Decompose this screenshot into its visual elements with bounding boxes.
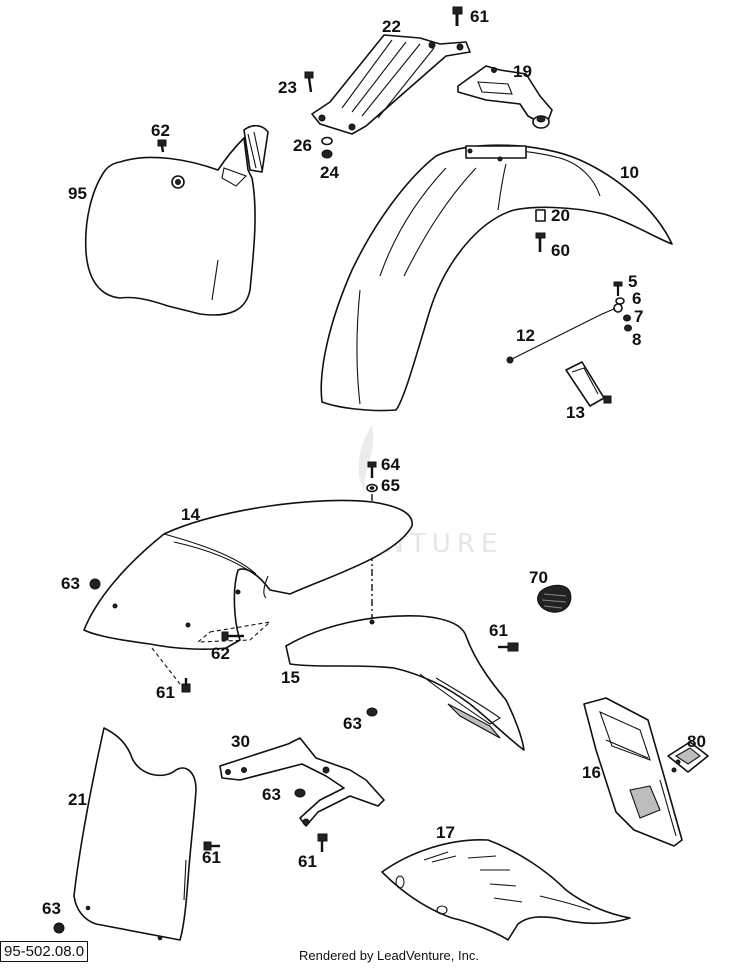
part-61-screw-lower-left[interactable] [151, 647, 191, 693]
part-20-bushing[interactable] [535, 209, 546, 222]
part-7-washer[interactable] [623, 314, 631, 322]
part-22-bracket[interactable] [311, 34, 471, 135]
part-63-nut-left[interactable] [89, 578, 101, 590]
label-60: 60 [551, 241, 570, 260]
part-70-reflector[interactable] [537, 584, 572, 613]
label-61-right: 61 [489, 621, 508, 640]
part-95-number-plate[interactable] [84, 124, 269, 316]
part-65-washer[interactable] [366, 483, 378, 493]
label-95: 95 [68, 184, 87, 203]
part-61-top-bolt[interactable] [452, 6, 463, 26]
label-26: 26 [293, 136, 312, 155]
label-10: 10 [620, 163, 639, 182]
label-61: 61 [470, 7, 489, 26]
label-63-middle: 63 [343, 714, 362, 733]
part-24-nut[interactable] [321, 149, 333, 159]
part-6-washer[interactable] [615, 297, 625, 305]
label-21: 21 [68, 790, 87, 809]
part-26-washer[interactable] [321, 136, 333, 146]
part-21-mud-flap[interactable] [73, 727, 197, 941]
part-16-plate-holder[interactable] [583, 697, 683, 847]
drawing-id-box: 95-502.08.0 [0, 941, 89, 962]
label-5: 5 [628, 272, 637, 291]
label-23: 23 [278, 78, 297, 97]
part-10-front-fender[interactable] [320, 144, 673, 412]
part-80-plate[interactable] [667, 741, 709, 773]
label-63-bracket: 63 [262, 785, 281, 804]
label-64: 64 [381, 455, 400, 474]
part-5-screw[interactable] [613, 281, 623, 296]
label-61-lower-left: 61 [156, 683, 175, 702]
part-61-screw-mudflap[interactable] [203, 841, 220, 851]
part-63-nut-bottom[interactable] [53, 922, 65, 934]
part-13-clip[interactable] [565, 361, 612, 407]
label-8: 8 [632, 330, 641, 349]
label-80: 80 [687, 732, 706, 751]
label-22: 22 [382, 17, 401, 36]
label-20: 20 [551, 206, 570, 225]
label-15: 15 [281, 668, 300, 687]
part-63-nut-bracket[interactable] [294, 788, 306, 798]
part-30-bracket[interactable] [219, 737, 385, 827]
part-8-nut[interactable] [624, 324, 632, 332]
part-12-rod[interactable] [506, 303, 623, 364]
label-63-bottom: 63 [42, 899, 61, 918]
label-17: 17 [436, 823, 455, 842]
part-15-inner-fender[interactable] [285, 614, 525, 751]
label-30: 30 [231, 732, 250, 751]
label-65: 65 [381, 476, 400, 495]
label-6: 6 [632, 289, 641, 308]
label-70: 70 [529, 568, 548, 587]
part-23-screw[interactable] [304, 71, 314, 93]
label-12: 12 [516, 326, 535, 345]
part-62-screw[interactable] [157, 139, 167, 153]
label-24: 24 [320, 163, 339, 182]
label-16: 16 [582, 763, 601, 782]
label-63-left: 63 [61, 574, 80, 593]
part-17-splash-guard[interactable] [381, 839, 631, 941]
label-14: 14 [181, 505, 200, 524]
label-13: 13 [566, 403, 585, 422]
label-61-bracket: 61 [298, 852, 317, 871]
part-61-screw-bracket[interactable] [317, 833, 328, 852]
part-60-bolt[interactable] [535, 232, 546, 252]
rendered-by-credit: Rendered by LeadVenture, Inc. [299, 948, 479, 963]
part-63-nut-middle[interactable] [366, 707, 378, 717]
label-62-lower: 62 [211, 644, 230, 663]
part-64-screw[interactable] [367, 461, 377, 478]
part-61-screw-right[interactable] [498, 642, 519, 652]
label-62: 62 [151, 121, 170, 140]
part-19-plate[interactable] [457, 65, 553, 129]
part-14-rear-fender[interactable] [83, 499, 413, 650]
label-61-mudflap: 61 [202, 848, 221, 867]
part-labels: 22 61 19 23 62 26 24 95 10 20 60 5 6 7 8… [42, 7, 706, 918]
label-7: 7 [634, 307, 643, 326]
label-19: 19 [513, 62, 532, 81]
part-62-screw-lower[interactable] [196, 621, 272, 643]
